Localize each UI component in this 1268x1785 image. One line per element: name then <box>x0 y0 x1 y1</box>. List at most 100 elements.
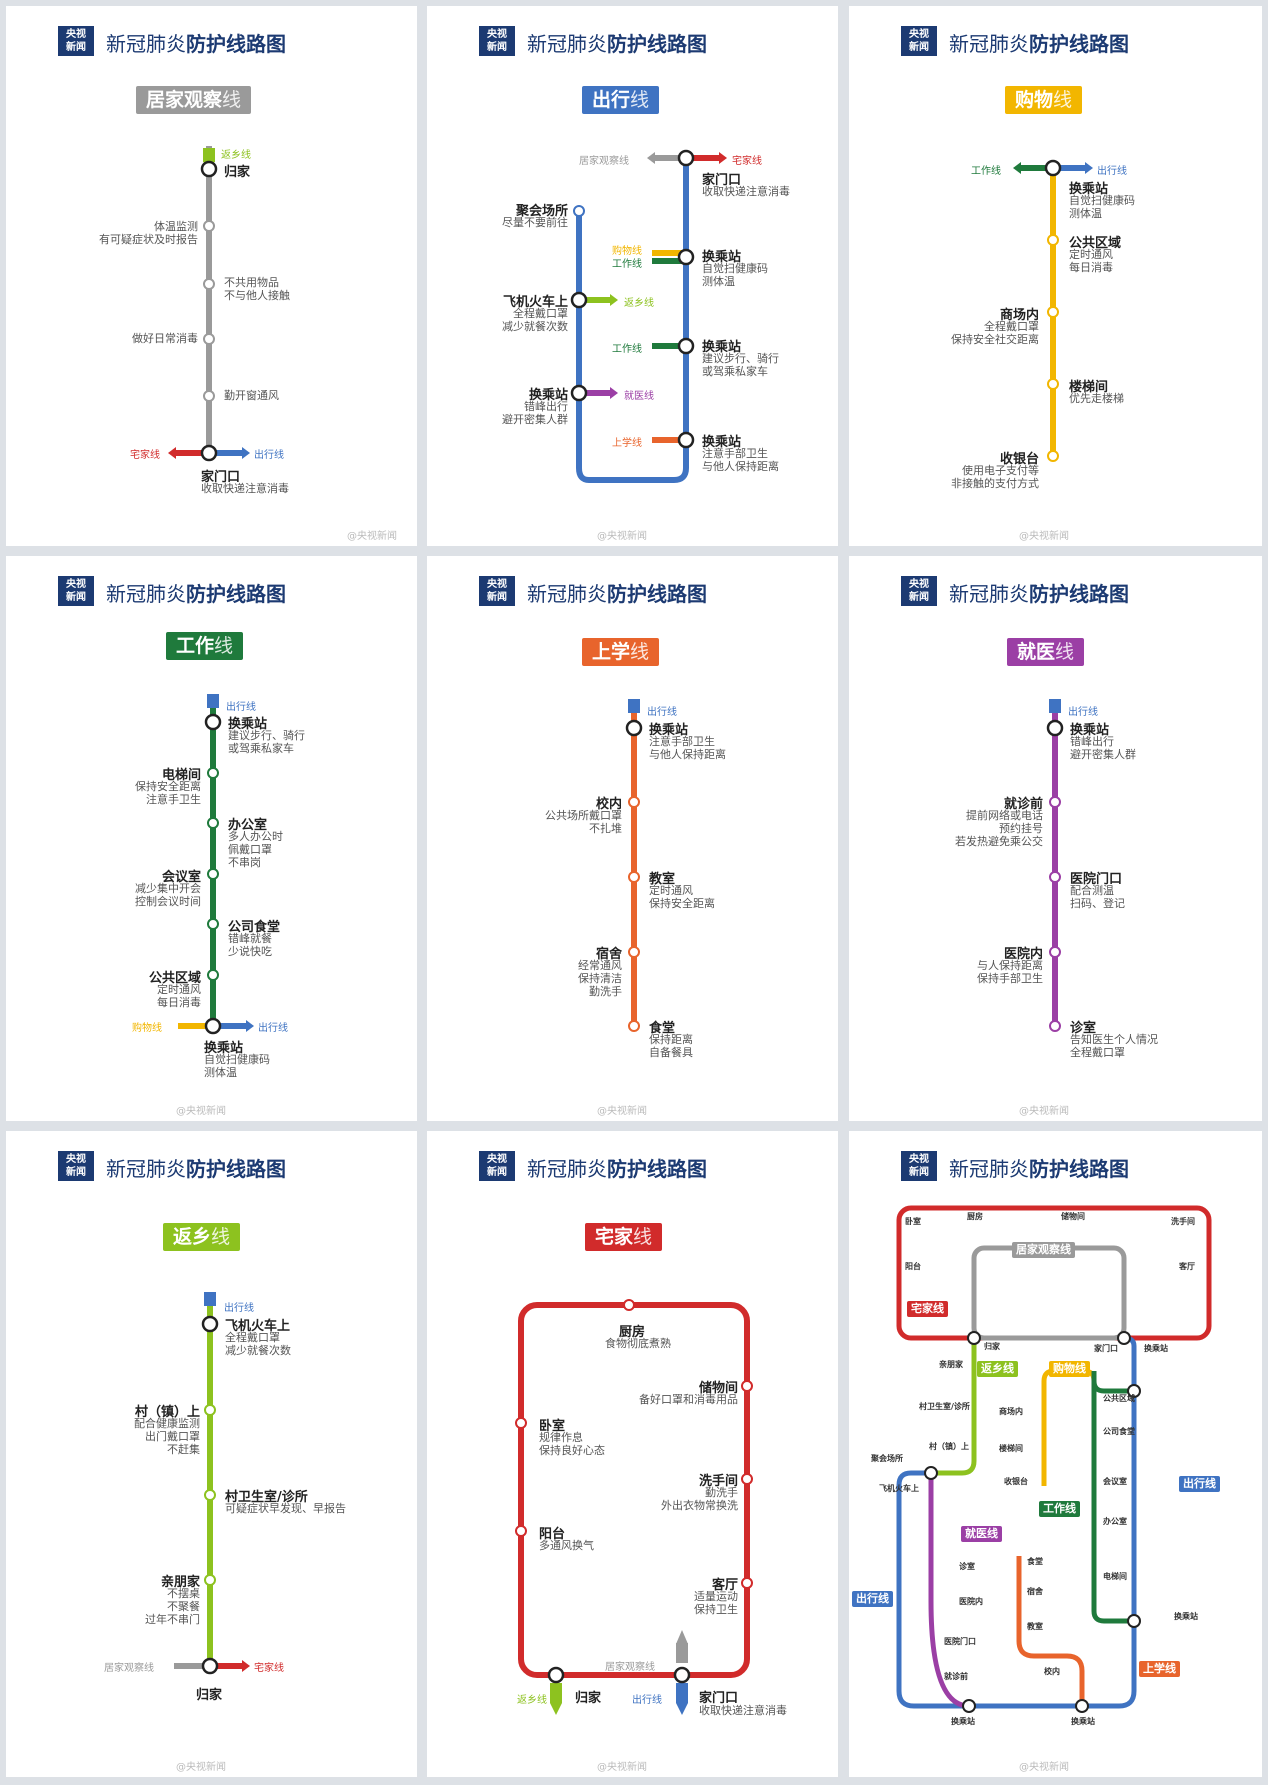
station-desc: 配合测温扫码、登记 <box>1070 884 1125 910</box>
station-name: 换乘站 <box>649 723 689 738</box>
station-desc: 提前网络或电话预约挂号若发热避免乘公交 <box>955 809 1043 848</box>
station-name: 会议室 <box>161 870 201 885</box>
watermark: @央视新闻 <box>597 1762 647 1773</box>
cctv-news-logo: 央视新闻 <box>58 26 94 56</box>
overview-station: 办公室 <box>1103 1517 1127 1526</box>
panel-title: 新冠肺炎防护线路图 <box>527 32 707 56</box>
panel-overview: 央视新闻 新冠肺炎防护线路图 居家观察线 宅家线 返乡线 购物线 工作线 就医线… <box>849 1131 1262 1777</box>
station-desc: 经常通风保持清洁勤洗手 <box>578 959 622 998</box>
station-desc: 注意手部卫生与他人保持距离 <box>702 447 779 473</box>
overview-station: 卧室 <box>905 1217 921 1226</box>
line-label-travel: 出行线 <box>632 1695 662 1706</box>
line-badge: 工作线 <box>166 632 244 660</box>
station-name: 归家 <box>575 1691 602 1706</box>
line-label-home-watch: 居家观察线 <box>605 1662 655 1673</box>
station-desc: 体温监测有可疑症状及时报告 <box>99 220 198 246</box>
line-label-stay-home: 宅家线 <box>254 1663 284 1674</box>
station-desc: 定时通风每日消毒 <box>1069 248 1113 274</box>
line-label-travel: 出行线 <box>647 707 677 718</box>
station-name: 亲朋家 <box>160 1575 200 1590</box>
overview-station: 洗手间 <box>1171 1217 1195 1226</box>
overview-station: 医院内 <box>959 1597 983 1606</box>
overview-station: 收银台 <box>1004 1477 1028 1486</box>
station-desc: 多通风换气 <box>539 1539 594 1552</box>
line-badge: 居家观察线 <box>136 86 252 114</box>
line-label-work: 工作线 <box>971 166 1001 177</box>
station-name: 收银台 <box>999 452 1039 467</box>
transfer-station-home <box>200 160 218 178</box>
overview-station: 商场内 <box>999 1407 1023 1416</box>
station-desc: 使用电子支付等非接触的支付方式 <box>951 464 1039 490</box>
overview-station: 宿舍 <box>1027 1587 1043 1596</box>
station-name: 商场内 <box>999 308 1039 323</box>
watermark: @央视新闻 <box>1019 1106 1069 1117</box>
overview-network-map <box>896 1205 1212 1713</box>
panel-stay-home: 央视新闻 新冠肺炎防护线路图 宅家线 厨房 食物彻底煮熟 储物间 备好口罩和消毒… <box>427 1131 838 1777</box>
station-name: 村卫生室/诊所 <box>225 1490 308 1505</box>
overview-label-home-watch: 居家观察线 <box>1012 1242 1075 1258</box>
station-desc: 规律作息保持良好心态 <box>539 1431 605 1457</box>
line-label-travel: 出行线 <box>258 1023 288 1034</box>
watermark: @央视新闻 <box>176 1762 226 1773</box>
home-watch-line-map <box>168 146 250 462</box>
station-name: 飞机火车上 <box>225 1319 291 1334</box>
station-desc: 做好日常消毒 <box>132 332 198 345</box>
overview-label-work: 工作线 <box>1039 1501 1080 1517</box>
overview-station: 校内 <box>1044 1667 1060 1676</box>
station-desc: 定时通风每日消毒 <box>157 983 201 1009</box>
station-desc: 可疑症状早发现、早报告 <box>225 1502 346 1515</box>
station-name: 换乘站 <box>204 1041 244 1056</box>
panel-travel: 央视新闻 新冠肺炎防护线路图 出行线 居家观察线 宅家线 家门口 收取快递注意消… <box>427 6 838 546</box>
travel-line-map <box>570 149 727 483</box>
shopping-line-map <box>1013 159 1093 462</box>
overview-station: 食堂 <box>1027 1557 1043 1566</box>
overview-station: 飞机火车上 <box>879 1484 919 1493</box>
station-name: 医院门口 <box>1070 872 1123 887</box>
watermark: @央视新闻 <box>176 1106 226 1117</box>
cctv-news-logo: 央视新闻 <box>58 1151 94 1181</box>
station-desc: 尽量不要前往 <box>502 216 568 229</box>
overview-station: 家门口 <box>1094 1344 1118 1353</box>
station-name: 家门口 <box>201 470 241 485</box>
station-desc: 不摆桌不聚餐过年不串门 <box>145 1587 200 1626</box>
panel-title: 新冠肺炎防护线路图 <box>106 582 286 606</box>
station-desc: 错峰就餐少说快吃 <box>228 932 272 958</box>
station-desc: 错峰出行避开密集人群 <box>502 400 568 426</box>
panel-shopping: 央视新闻 新冠肺炎防护线路图 购物线 工作线 出行线 换乘站 自觉扫健康码测体温… <box>849 6 1262 546</box>
panel-title: 新冠肺炎防护线路图 <box>527 582 707 606</box>
station-desc: 减少集中开会控制会议时间 <box>135 882 201 908</box>
station-name: 就诊前 <box>1003 797 1043 812</box>
station-name: 换乘站 <box>702 340 742 355</box>
station-name: 储物间 <box>698 1381 738 1396</box>
station-name: 换乘站 <box>528 388 568 403</box>
station-desc: 公共场所戴口罩不扎堆 <box>545 809 622 835</box>
overview-station: 医院门口 <box>944 1637 976 1646</box>
station-name: 换乘站 <box>702 435 742 450</box>
station-desc: 告知医生个人情况全程戴口罩 <box>1070 1033 1158 1059</box>
overview-station-list: 卧室 厨房 储物间 洗手间 阳台 客厅 归家 家门口 亲朋家 村卫生室/诊所 村… <box>849 1131 1262 1777</box>
station-desc: 不共用物品不与他人接触 <box>224 276 290 302</box>
cctv-news-logo: 央视新闻 <box>901 576 937 606</box>
watermark: @央视新闻 <box>1019 1762 1069 1773</box>
cctv-news-logo: 央视新闻 <box>479 26 515 56</box>
panel-title: 新冠肺炎防护线路图 <box>527 1157 707 1181</box>
station-desc: 多人办公时佩戴口罩不串岗 <box>228 830 283 869</box>
station-desc: 自觉扫健康码测体温 <box>702 262 768 288</box>
station-desc: 建议步行、骑行或驾乘私家车 <box>702 352 779 378</box>
station-desc: 保持距离自备餐具 <box>649 1033 693 1059</box>
station-name: 宿舍 <box>595 947 622 962</box>
overview-station: 村（镇）上 <box>929 1442 969 1451</box>
return-home-line-map <box>174 1292 250 1675</box>
overview-label-shopping: 购物线 <box>1049 1361 1090 1377</box>
line-label-travel: 出行线 <box>254 450 284 461</box>
station-desc: 保持安全距离注意手卫生 <box>135 780 201 806</box>
panel-title: 新冠肺炎防护线路图 <box>949 1157 1129 1181</box>
panel-title: 新冠肺炎防护线路图 <box>949 32 1129 56</box>
overview-station: 电梯间 <box>1103 1572 1127 1581</box>
line-badge: 返乡线 <box>163 1223 241 1251</box>
panel-medical: 央视新闻 新冠肺炎防护线路图 就医线 出行线 换乘站 错峰出行避开密集人群 就诊… <box>849 556 1262 1121</box>
line-label-travel: 出行线 <box>1097 166 1127 177</box>
overview-station: 换乘站 <box>951 1717 975 1726</box>
station-desc: 全程戴口罩保持安全社交距离 <box>951 320 1039 346</box>
station-name: 办公室 <box>228 818 268 833</box>
